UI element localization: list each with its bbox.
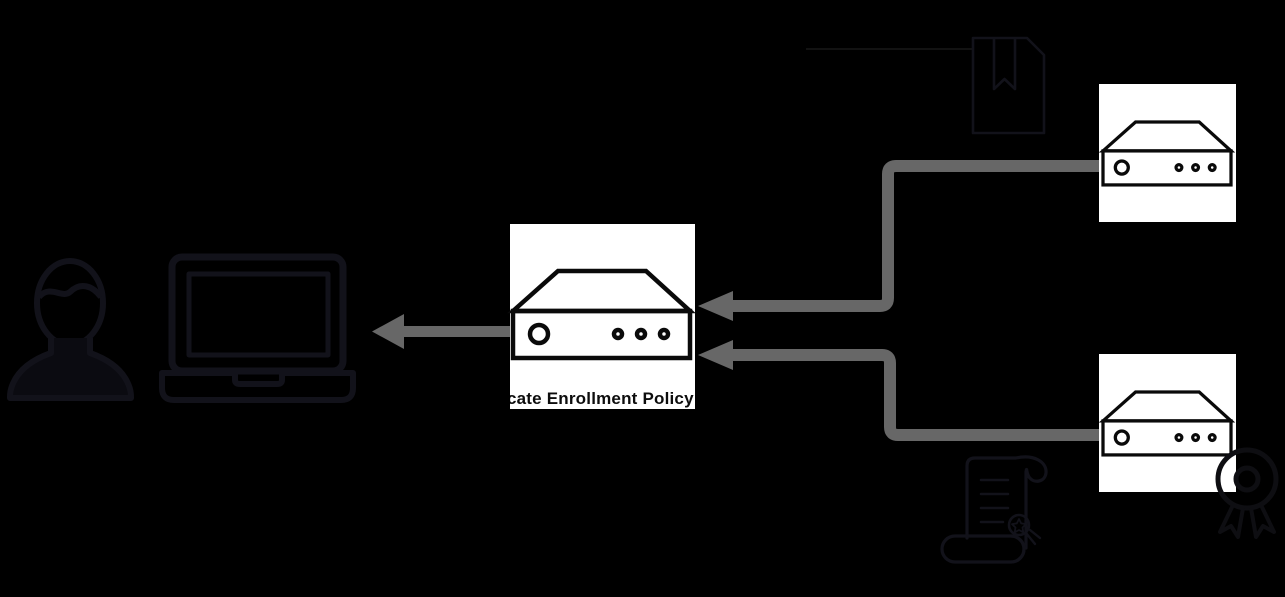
certificate-scroll-icon xyxy=(940,455,1048,564)
cep-server-box xyxy=(510,224,695,409)
bookmark-document-icon xyxy=(971,36,1046,135)
ca-server-bottom-box xyxy=(1099,354,1236,492)
cep-to-client-arrow xyxy=(372,314,510,349)
ca-top-to-cep-arrow xyxy=(698,160,1099,321)
laptop-icon xyxy=(159,253,356,403)
ca-bottom-to-cep-arrow xyxy=(698,340,1099,441)
ca-server-top-box xyxy=(1099,84,1236,222)
user-silhouette-icon xyxy=(7,258,134,401)
award-badge-icon xyxy=(1215,447,1279,539)
